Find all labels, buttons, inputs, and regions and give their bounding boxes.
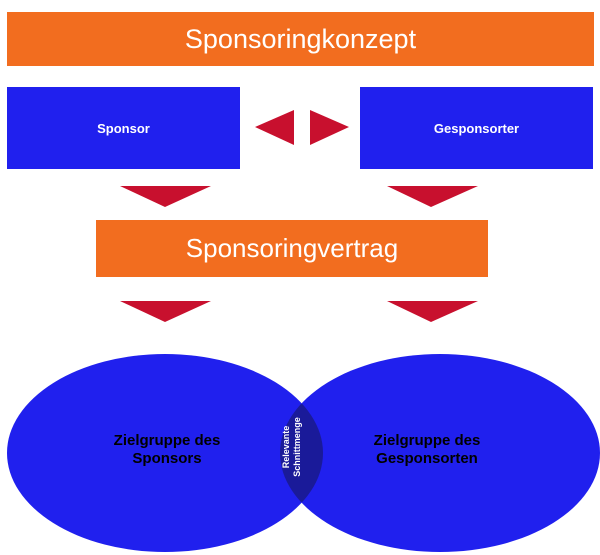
title-text: Sponsoringkonzept xyxy=(184,23,417,54)
title-bar: Sponsoringkonzept xyxy=(7,12,594,66)
overlap-line2: Schnittmenge xyxy=(292,417,302,477)
gesponsorter-label: Gesponsorter xyxy=(433,120,520,136)
down-arrow-right-bottom-icon xyxy=(387,301,478,322)
gesponsorter-box: Gesponsorter xyxy=(360,87,593,169)
target-right-label: Zielgruppe des Gesponsorten xyxy=(352,432,502,468)
overlap-label: Relevante Schnittmenge xyxy=(281,412,311,482)
down-arrow-left-top-icon xyxy=(120,186,211,207)
down-arrow-left-bottom-icon xyxy=(120,301,211,322)
target-right-line2: Gesponsorten xyxy=(376,450,478,467)
contract-bar: Sponsoringvertrag xyxy=(96,220,488,277)
target-left-label: Zielgruppe des Sponsors xyxy=(92,432,242,468)
sponsor-box: Sponsor xyxy=(7,87,240,169)
target-ellipse-left xyxy=(7,354,323,552)
target-right-line1: Zielgruppe des xyxy=(373,432,481,449)
sponsor-label: Sponsor xyxy=(97,120,150,136)
down-arrow-right-top-icon xyxy=(387,186,478,207)
left-arrow-icon xyxy=(255,110,294,145)
target-ellipse-right xyxy=(280,354,600,552)
right-arrow-icon xyxy=(310,110,349,145)
target-left-line2: Sponsors xyxy=(132,450,202,467)
target-left-line1: Zielgruppe des xyxy=(113,432,221,449)
contract-text: Sponsoringvertrag xyxy=(185,233,399,263)
overlap-line1: Relevante xyxy=(281,425,291,469)
